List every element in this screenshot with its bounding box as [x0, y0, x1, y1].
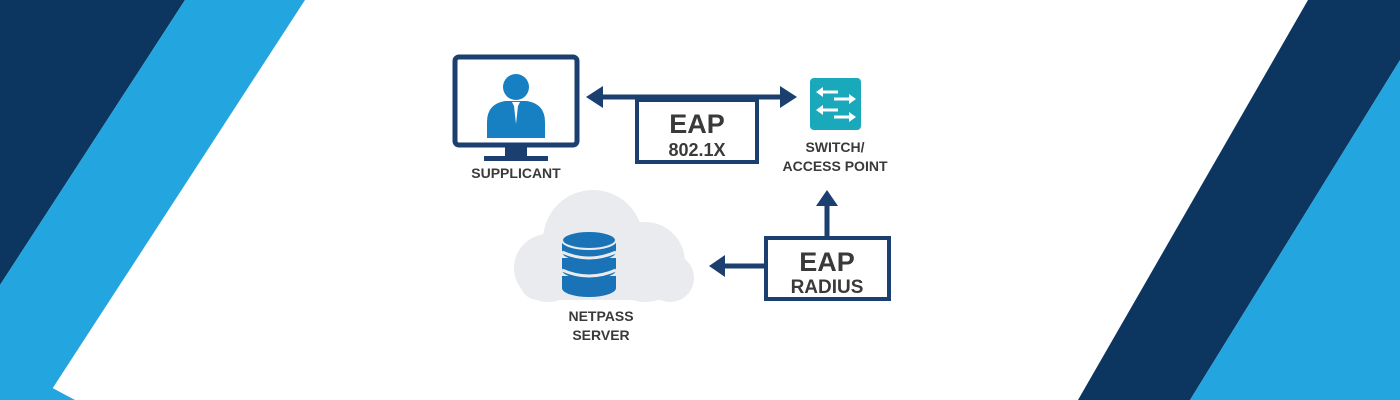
server-label-line1: NETPASS [568, 308, 633, 324]
network-switch-icon [810, 78, 861, 130]
arrow-radius-switch [816, 190, 838, 239]
right-stripe-navy [1078, 0, 1400, 400]
switch-label-line2: ACCESS POINT [782, 158, 887, 174]
right-stripe-sky [1190, 60, 1400, 400]
monitor-user-icon [452, 54, 580, 161]
cloud-database-icon [514, 190, 694, 302]
supplicant-label: SUPPLICANT [471, 165, 561, 181]
eap-8021x-title: EAP [669, 109, 725, 139]
eap-8021x-subtitle: 802.1X [668, 140, 725, 160]
eap-radius-box: EAP RADIUS [764, 236, 891, 301]
left-stripes [0, 0, 305, 400]
left-stripe-sky [0, 0, 305, 400]
arrow-radius-server [709, 255, 768, 277]
switch-label-line1: SWITCH/ [805, 139, 864, 155]
eap-radius-title: EAP [799, 247, 855, 277]
eap-8021x-box: EAP 802.1X [635, 98, 759, 164]
right-stripes [1078, 0, 1400, 400]
left-stripe-sky-tail [0, 330, 75, 400]
eap-radius-subtitle: RADIUS [791, 277, 864, 298]
arrow-supplicant-switch [586, 86, 797, 108]
server-label-line2: SERVER [572, 327, 629, 343]
